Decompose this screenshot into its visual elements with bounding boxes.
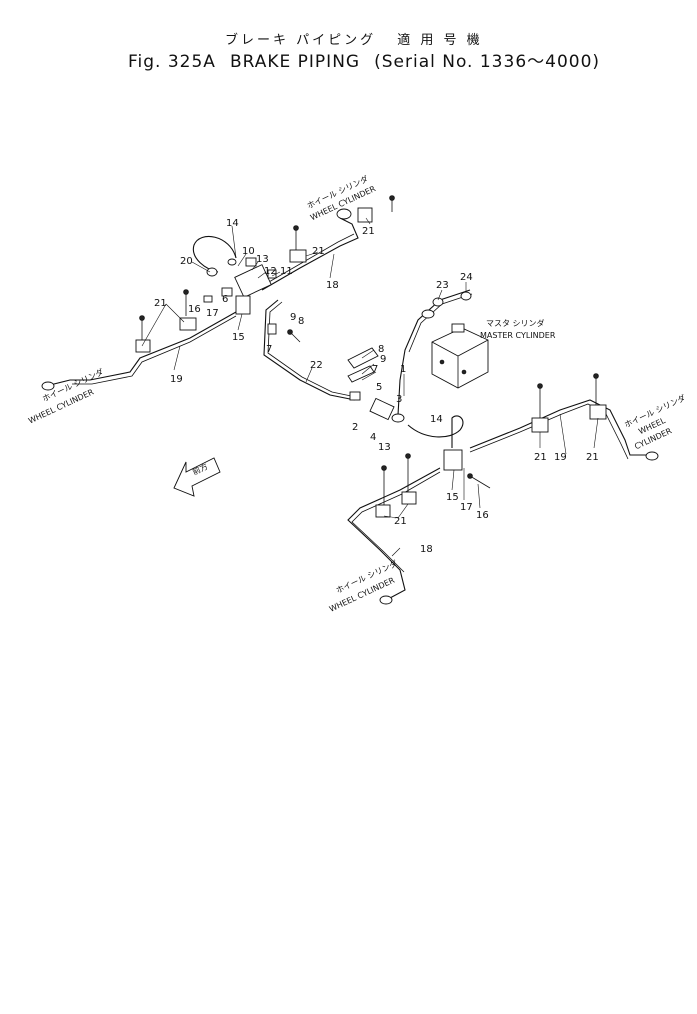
bolts xyxy=(139,195,599,505)
callout-19-left: 19 xyxy=(170,374,183,385)
callout-16-upper: 16 xyxy=(188,304,201,315)
callout-3: 3 xyxy=(396,394,402,405)
callout-14-lower: 14 xyxy=(430,414,443,425)
hose-14-upper xyxy=(192,236,237,273)
callout-18-upper: 18 xyxy=(326,280,339,291)
callout-21-right-a: 21 xyxy=(534,452,547,463)
pipe-19-right xyxy=(469,399,650,456)
lower-wheel-cylinder-fitting xyxy=(379,595,393,605)
callout-21-right-b: 21 xyxy=(586,452,599,463)
hose-14-lower xyxy=(407,415,464,448)
master-cylinder-inlet-fittings xyxy=(421,291,472,319)
title-jp-text: ブレーキ パイピング xyxy=(225,33,377,48)
leader-lines xyxy=(141,217,599,557)
serial-range: Serial No. 1336～4000 xyxy=(381,52,593,72)
callout-24: 24 xyxy=(460,272,473,283)
callout-18-lower: 18 xyxy=(420,544,433,555)
title-jp-serial: 適 用 号 機 xyxy=(397,33,483,48)
center-fitting-4 xyxy=(369,397,395,421)
clamp-21-f xyxy=(589,404,607,420)
clamp-21-h xyxy=(401,491,417,505)
lower-tee-15 xyxy=(443,449,463,471)
front-direction-arrow: 前方 xyxy=(173,457,221,497)
callout-11: 11 xyxy=(280,266,293,277)
callout-21-lower: 21 xyxy=(394,516,407,527)
callout-14-upper: 14 xyxy=(226,218,239,229)
lower-wheel-cylinder-label: ホイール シリンダ WHEEL CYLINDER xyxy=(328,558,399,614)
center-fittings xyxy=(347,347,405,423)
callout-20: 20 xyxy=(180,256,193,267)
callout-8-upper: 8 xyxy=(298,316,304,327)
callout-8-center: 8 xyxy=(378,344,384,355)
callout-4: 4 xyxy=(370,432,376,443)
clamp-21-a xyxy=(179,317,197,331)
callout-7-center: 7 xyxy=(372,364,378,375)
fig-name: BRAKE PIPING xyxy=(229,52,361,72)
callout-7-left: 7 xyxy=(266,344,272,355)
left-tee-15 xyxy=(235,295,251,315)
callout-21-upper: 21 xyxy=(312,246,325,257)
right-wheel-cylinder-fitting xyxy=(645,451,659,461)
callout-17-lower: 17 xyxy=(460,502,473,513)
fig-number: Fig. 325A xyxy=(128,52,216,72)
callout-6: 6 xyxy=(222,294,228,305)
callout-22: 22 xyxy=(310,360,323,371)
pipe-19-left xyxy=(49,311,237,386)
callout-9-center: 9 xyxy=(380,354,386,365)
master-cylinder-label: マスタ シリンダ MASTER CYLINDER xyxy=(480,318,556,340)
callout-13-upper: 13 xyxy=(256,254,269,265)
callout-21-left: 21 xyxy=(154,298,167,309)
svg-text:MASTER CYLINDER: MASTER CYLINDER xyxy=(480,331,556,340)
callout-19-right: 19 xyxy=(554,452,567,463)
callout-2: 2 xyxy=(352,422,358,433)
pipe-18-upper xyxy=(261,217,359,291)
pipe-22 xyxy=(263,299,356,401)
svg-text:マスタ シリンダ: マスタ シリンダ xyxy=(486,318,545,328)
upper-junction-fittings xyxy=(203,257,277,335)
callout-21-top: 21 xyxy=(362,226,375,237)
upper-junction-block xyxy=(234,264,272,298)
pipe-1 xyxy=(397,289,471,416)
callout-15-upper: 15 xyxy=(232,332,245,343)
left-wheel-cylinder-fitting xyxy=(41,381,55,391)
callout-16-lower: 16 xyxy=(476,510,489,521)
master-cylinder xyxy=(431,323,489,389)
callout-9-upper: 9 xyxy=(290,312,296,323)
clamp-21-d xyxy=(357,207,373,223)
left-wheel-cylinder-label: ホイール シリンダ WHEEL CYLINDER xyxy=(27,366,105,425)
callout-15-lower: 15 xyxy=(446,492,459,503)
callout-12: 12 xyxy=(264,266,277,277)
pipe-18-lower xyxy=(347,467,441,599)
upper-wheel-cylinder-fitting xyxy=(336,208,352,220)
callout-5: 5 xyxy=(376,382,382,393)
clamp-21-b xyxy=(135,339,151,353)
diagram-title-japanese: ブレーキ パイピング 適 用 号 機 xyxy=(225,29,483,48)
clamp-21-c xyxy=(289,249,307,263)
callout-1: 1 xyxy=(400,364,406,375)
clamp-21-e xyxy=(531,417,549,433)
callout-13-center: 13 xyxy=(378,442,391,453)
callout-23: 23 xyxy=(436,280,449,291)
callout-17-upper: 17 xyxy=(206,308,219,319)
right-wheel-cylinder-label: ホイール シリンダ WHEEL CYLINDER xyxy=(623,392,688,451)
clamp-21-g xyxy=(375,504,391,518)
callout-numbers: 14 20 10 13 12 11 21 21 18 21 16 17 6 15… xyxy=(154,218,599,555)
callout-10: 10 xyxy=(242,246,255,257)
